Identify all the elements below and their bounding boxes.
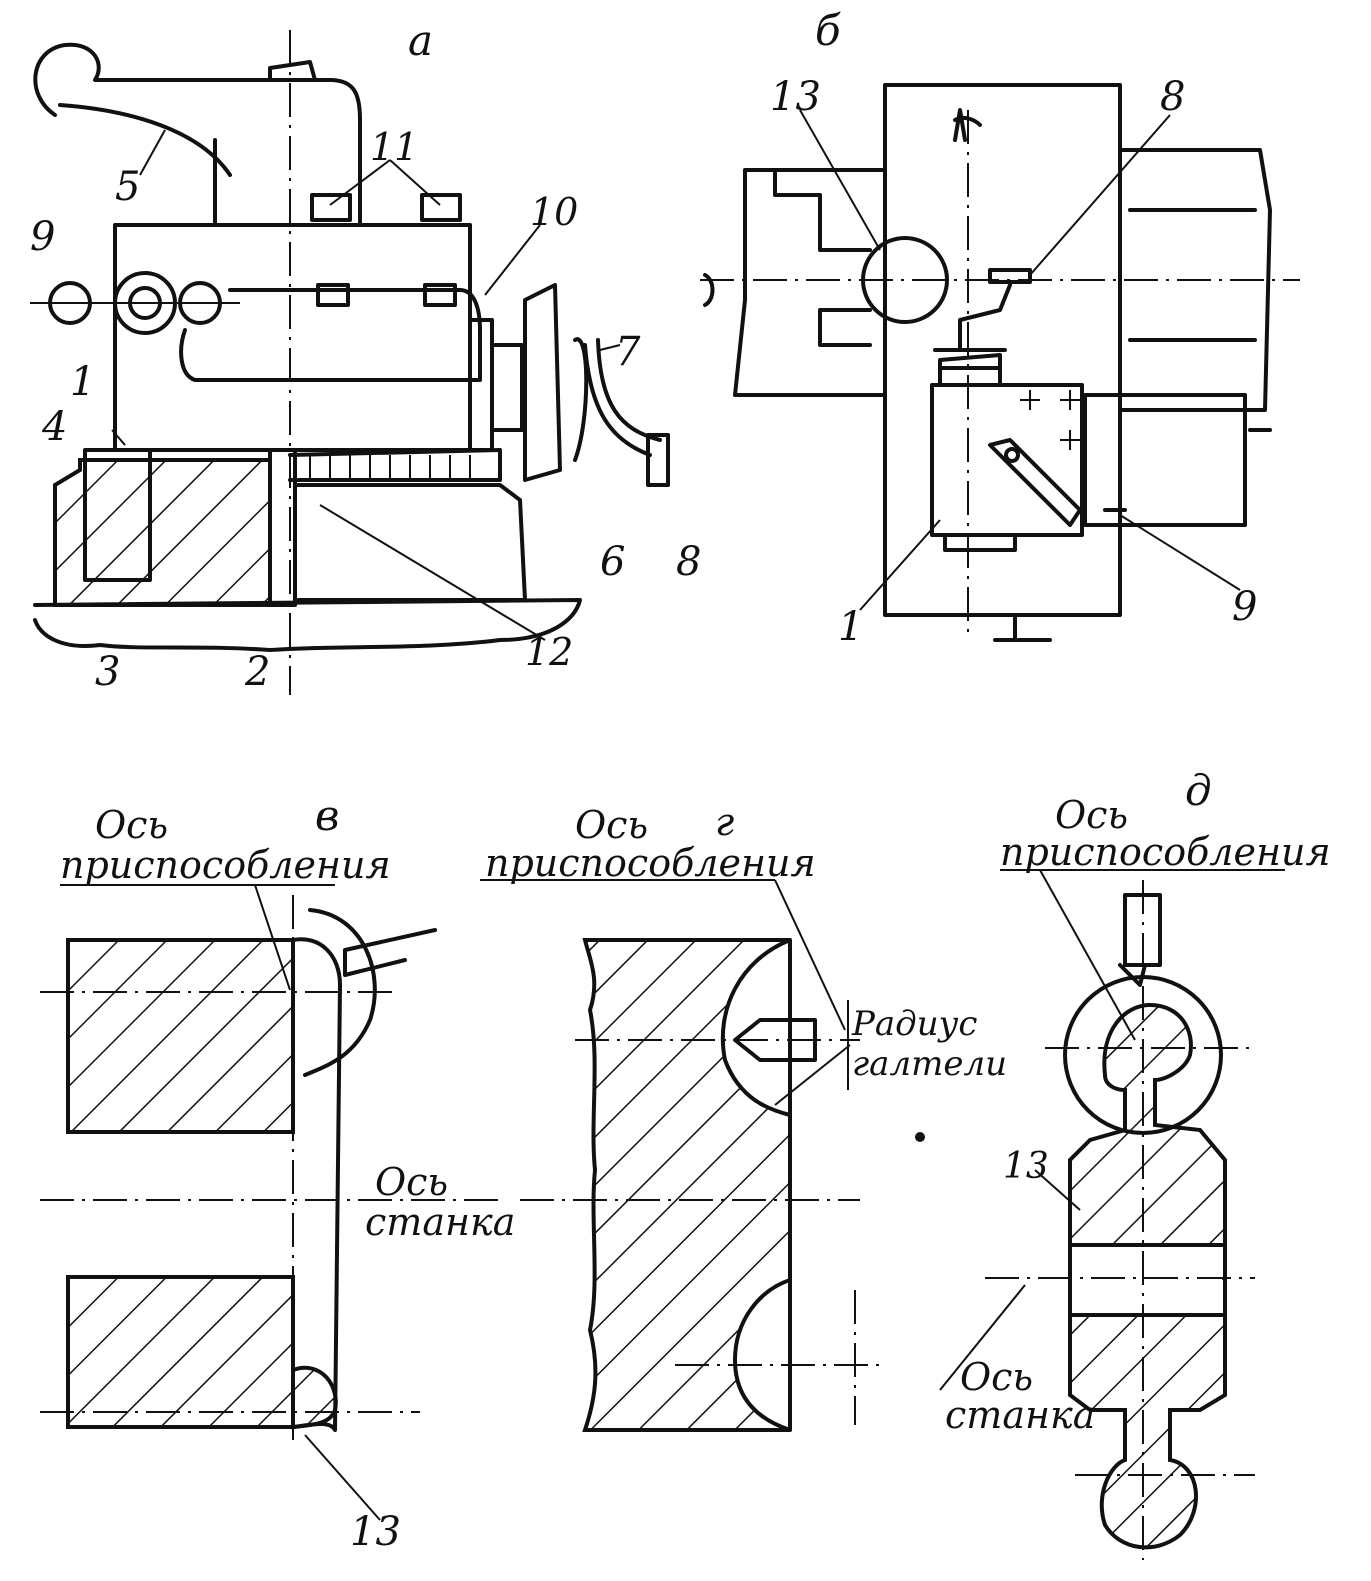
body-1: [113, 223, 472, 452]
table-3: [33, 598, 582, 652]
headstock: [883, 83, 1122, 617]
view-d-drawing: [939, 869, 1285, 1560]
view-a-drawing: [30, 30, 670, 695]
part-1-label: 1: [70, 359, 95, 405]
view-a-label: а: [408, 16, 433, 65]
axis-fixture-os-d: Ось: [1055, 793, 1128, 837]
axis-machine-os-v: Ось: [375, 1160, 448, 1204]
part-13-v-label: 13: [350, 1509, 401, 1555]
part-7-label: 7: [615, 329, 641, 375]
part-13-d-label: 13: [1003, 1146, 1049, 1187]
pipe-7: [583, 343, 652, 457]
base-section: [53, 458, 272, 607]
view-b-label: б: [815, 6, 841, 55]
axis-machine-stanka-d: станка: [945, 1393, 1095, 1437]
bolt-11-a: [310, 193, 352, 222]
handle-5: [33, 42, 362, 227]
bolt-11-b: [420, 193, 462, 222]
axis-fixture-prisp-d: приспособления: [1000, 830, 1331, 874]
fillet-radius-label: Радиус: [851, 1004, 977, 1044]
part-1-b-label: 1: [838, 604, 863, 650]
axis-fixture-os-g: Ось: [575, 803, 648, 847]
key-4: [83, 448, 152, 582]
view-g-label: г: [715, 800, 734, 844]
part-11-label: 11: [370, 125, 418, 169]
axis-fixture-os-v: Ось: [95, 803, 168, 847]
axis-machine-os-d: Ось: [960, 1355, 1033, 1399]
part-10-label: 10: [530, 190, 578, 234]
part-9-label: 9: [30, 214, 55, 260]
part-13-b-label: 13: [770, 74, 821, 120]
section-g: [582, 938, 792, 1432]
part-8-label: 8: [676, 539, 701, 585]
axis-fixture-prisp-g: приспособления: [485, 841, 816, 885]
section-lower: [66, 1275, 295, 1429]
part-9-b-label: 9: [1232, 584, 1257, 630]
view-v-drawing: [40, 884, 500, 1521]
axis-fixture-prisp-v: приспособления: [60, 843, 391, 887]
fillet-galteli-label: галтели: [852, 1044, 1007, 1084]
view-v-label: в: [315, 791, 339, 840]
part-5-label: 5: [115, 164, 140, 210]
part-2-label: 2: [244, 649, 270, 695]
nozzle-8-b: [988, 268, 1032, 284]
view-g-drawing: [480, 879, 880, 1432]
part-8-b-label: 8: [1160, 74, 1185, 120]
nozzle-8: [646, 433, 670, 487]
view-b-drawing: [700, 83, 1300, 642]
pin-2: [268, 448, 297, 607]
ink-dot: [915, 1132, 925, 1142]
part-4-label: 4: [41, 404, 67, 450]
tool-g: [733, 1018, 817, 1062]
view-d-label: д: [1185, 766, 1212, 815]
disc-6: [523, 283, 562, 482]
part-12-label: 12: [525, 630, 573, 674]
axis-machine-stanka-v: станка: [365, 1200, 515, 1244]
part-3-label: 3: [95, 649, 120, 695]
section-upper: [66, 938, 295, 1134]
part-6-label: 6: [600, 539, 625, 585]
